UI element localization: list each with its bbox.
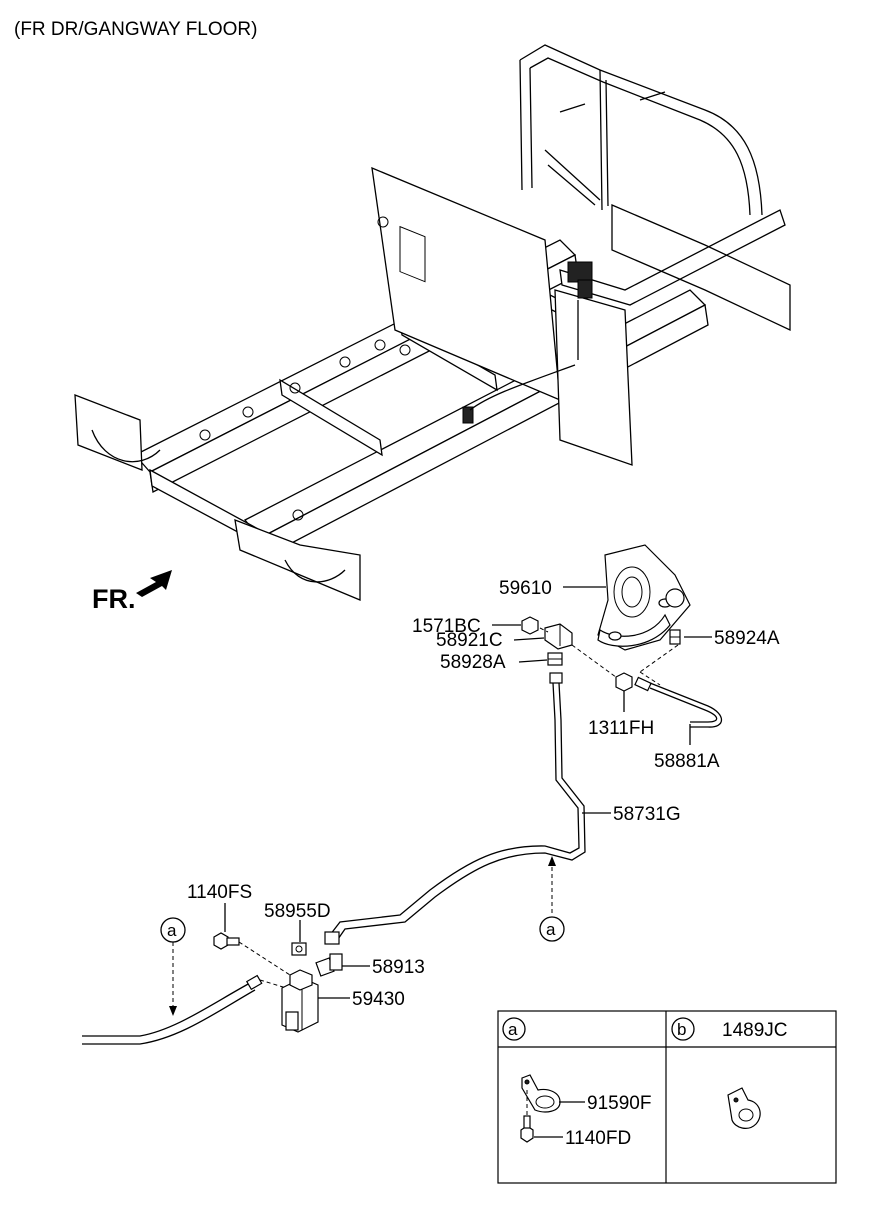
diagram-title: (FR DR/GANGWAY FLOOR)	[14, 19, 257, 40]
part-label-58881A: 58881A	[654, 751, 720, 772]
legend-label-a: a	[508, 1020, 518, 1039]
part-label-58924A: 58924A	[714, 628, 780, 649]
valve-assembly-59610	[597, 544, 691, 651]
nut-1571bc	[521, 616, 539, 635]
part-label-1311FH: 1311FH	[588, 718, 654, 739]
bolt-1140fd	[520, 1090, 534, 1143]
clamp-91590f	[521, 1074, 561, 1113]
legend-part-1140FD: 1140FD	[565, 1128, 631, 1149]
ref-circle-a-right	[539, 916, 565, 942]
part-label-1571BC: 1571BC	[412, 616, 481, 637]
part-label-58955D: 58955D	[264, 901, 331, 922]
clip-1489jc	[727, 1087, 761, 1129]
part-label-58928A: 58928A	[440, 652, 506, 673]
legend-part-1489JC: 1489JC	[722, 1020, 788, 1041]
chassis-frame-illustration	[74, 44, 791, 601]
pipe-58731g	[324, 672, 586, 945]
legend-part-91590F: 91590F	[587, 1093, 651, 1114]
legend-table: a b 1489JC 91590F 1140FD	[497, 1010, 837, 1184]
hose-lower-left	[82, 974, 263, 1045]
part-label-58731G: 58731G	[613, 804, 681, 825]
part-label-59610: 59610	[499, 578, 552, 599]
fitting-58928a	[547, 652, 563, 666]
legend-circle-b	[671, 1017, 695, 1041]
ref-label-a-left: a	[167, 921, 177, 940]
front-direction-label: FR.	[92, 584, 136, 614]
legend-label-b: b	[677, 1020, 686, 1039]
ref-label-a-right: a	[546, 920, 556, 939]
part-label-58913: 58913	[372, 957, 425, 978]
part-label-1140FS: 1140FS	[187, 882, 252, 903]
front-direction-indicator: FR.	[92, 570, 172, 614]
fitting-58955d	[291, 942, 307, 956]
part-label-58921C: 58921C	[436, 630, 503, 651]
valve-59430	[281, 969, 319, 1033]
fitting-58913	[315, 953, 343, 977]
nut-1311fh	[615, 672, 633, 692]
part-label-59430: 59430	[352, 989, 405, 1010]
legend-circle-a	[502, 1017, 526, 1041]
connector-58921c	[544, 623, 573, 650]
front-arrow-icon	[136, 570, 172, 597]
fitting-58924a	[669, 629, 681, 645]
hose-58881a	[634, 676, 723, 728]
bolt-1140fs	[213, 932, 240, 950]
